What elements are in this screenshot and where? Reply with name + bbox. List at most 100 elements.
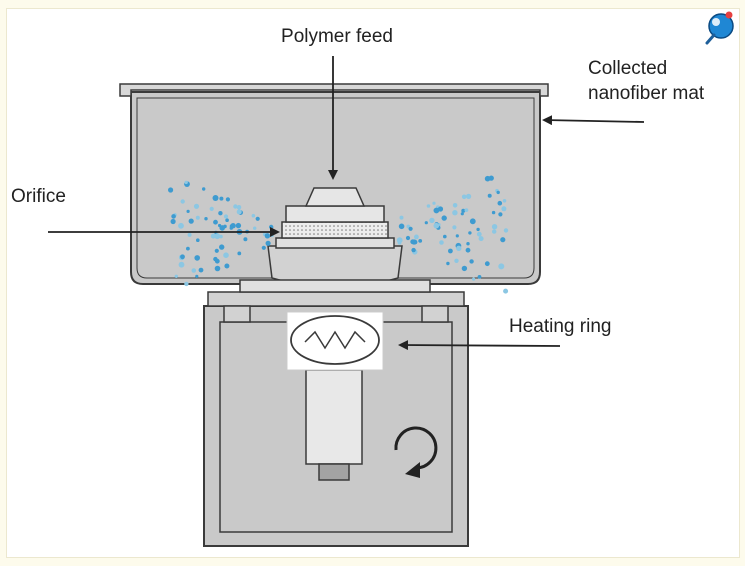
heating-ring-arrow (398, 340, 561, 351)
fiber-droplet (414, 234, 419, 240)
fiber-droplet (219, 225, 225, 231)
fiber-droplet (193, 203, 200, 209)
fiber-droplet (441, 215, 447, 221)
fiber-droplet (269, 224, 274, 230)
fiber-droplet (433, 207, 440, 214)
fiber-droplet (186, 209, 190, 213)
fiber-droplet (488, 175, 494, 181)
fiber-droplet (465, 247, 471, 253)
fiber-droplet (452, 210, 458, 216)
fiber-droplet (503, 228, 509, 233)
fiber-droplet (168, 187, 174, 193)
fiber-droplet (484, 261, 490, 267)
fiber-droplet (251, 213, 256, 218)
fiber-droplet (209, 206, 214, 211)
orifice-mesh (281, 221, 389, 239)
fiber-droplet (491, 210, 496, 215)
fiber-droplet (497, 200, 503, 206)
fiber-droplet (184, 180, 188, 185)
fiber-droplet (187, 232, 192, 237)
motor-shaft (305, 369, 363, 481)
fiber-droplet (452, 225, 457, 230)
fiber-droplet (264, 233, 271, 239)
fiber-droplet (214, 258, 220, 264)
fiber-droplet (180, 254, 185, 260)
fiber-droplet (236, 209, 242, 215)
fiber-droplet (195, 274, 199, 278)
fiber-droplet (195, 215, 200, 220)
fiber-droplet (418, 239, 423, 243)
fiber-droplet (433, 222, 440, 229)
fiber-droplet (398, 223, 405, 230)
fiber-droplet (214, 265, 221, 272)
fiber-droplet (476, 227, 480, 232)
fiber-droplet (397, 240, 402, 245)
fiber-droplet (498, 212, 503, 217)
fiber-droplet (219, 196, 224, 201)
fiber-droplet (188, 218, 194, 224)
fiber-droplet (461, 265, 468, 272)
rotation-arrow-icon (394, 426, 438, 478)
heating-ring-label: Heating ring (509, 316, 611, 337)
fiber-droplet (439, 240, 444, 245)
fiber-droplet (500, 237, 506, 243)
fiber-droplet (225, 218, 229, 222)
fiber-droplet (237, 251, 242, 256)
fiber-droplet (448, 248, 453, 254)
fiber-droplet (469, 259, 474, 264)
fiber-droplet (178, 261, 185, 268)
fiber-droplet (472, 277, 476, 281)
heating-ring (286, 311, 384, 371)
fiber-droplet (186, 246, 190, 251)
fiber-droplet (501, 206, 507, 212)
fiber-droplet (255, 216, 260, 221)
fiber-droplet (469, 218, 476, 225)
fiber-droplet (174, 274, 178, 278)
fiber-droplet (223, 214, 229, 219)
fiber-droplet (446, 261, 450, 266)
orifice-label: Orifice (11, 186, 66, 207)
fiber-droplet (225, 197, 230, 202)
fiber-droplet (198, 267, 204, 273)
fiber-droplet (229, 226, 233, 230)
fiber-droplet (214, 248, 219, 253)
fiber-droplet (214, 233, 221, 240)
fiber-droplet (213, 219, 218, 225)
fiber-droplet (424, 221, 428, 225)
fiber-droplet (253, 226, 257, 230)
fiber-droplet (204, 217, 208, 221)
magnifier-globe-icon (705, 11, 734, 45)
fiber-droplet (498, 263, 505, 270)
fiber-droplet (477, 275, 482, 279)
fiber-droplet (492, 229, 497, 234)
fiber-droplet (218, 211, 223, 216)
fiber-droplet (487, 193, 492, 198)
fiber-droplet (503, 288, 509, 294)
fiber-droplet (443, 234, 447, 239)
fiber-droplet (194, 255, 200, 261)
fiber-droplet (468, 231, 472, 235)
fiber-droplet (178, 222, 184, 229)
fiber-droplet (269, 232, 274, 238)
fiber-droplet (455, 234, 459, 238)
fiber-droplet (411, 239, 417, 245)
fiber-droplet (224, 263, 230, 269)
fiber-droplet (429, 217, 435, 224)
fiber-droplet (476, 231, 482, 237)
collected-label-line1: Collected (588, 58, 667, 79)
fiber-droplet (191, 268, 197, 273)
fiber-droplet (405, 235, 411, 241)
fiber-droplet (243, 237, 248, 242)
fiber-droplet (464, 208, 469, 213)
fiber-droplet (180, 199, 185, 204)
fiber-droplet (460, 212, 464, 216)
fiber-droplet (466, 193, 472, 199)
fiber-droplet (184, 281, 189, 287)
fiber-droplet (170, 218, 176, 225)
fiber-droplet (452, 203, 458, 208)
collected-label-line2: nanofiber mat (588, 83, 705, 104)
fiber-droplet (223, 252, 229, 258)
fiber-droplet (171, 214, 176, 219)
fiber-droplet (202, 187, 206, 191)
fiber-droplet (212, 195, 219, 201)
